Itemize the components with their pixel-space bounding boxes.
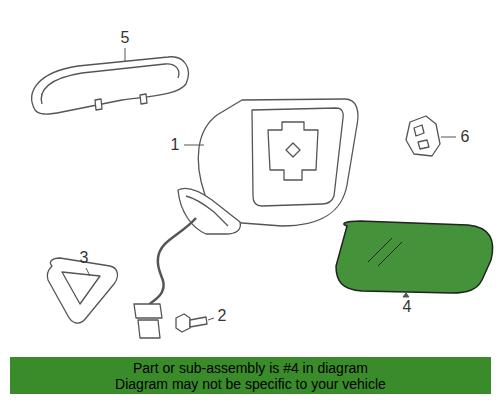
housing-pivot (286, 143, 300, 157)
leader-lines (86, 48, 456, 320)
mirror-bracket (406, 116, 440, 156)
mirror-housing (198, 99, 358, 226)
callout-number: 3 (80, 249, 89, 267)
bolt-head (176, 314, 190, 332)
callout-number: 1 (171, 136, 180, 154)
mirror-cover-inner (62, 272, 100, 304)
glass-reflection (368, 238, 402, 266)
note-band: Part or sub-assembly is #4 in diagramDia… (10, 357, 491, 394)
mirror-glass (336, 221, 493, 293)
wire-connector (134, 304, 162, 318)
mirror-cap-tab (95, 94, 147, 110)
housing-motor-mount (268, 122, 318, 180)
note-text: Part or sub-assembly is #4 in diagram (133, 360, 368, 376)
mirror-cap-edge (41, 64, 179, 104)
wire-connector-plug (138, 320, 160, 338)
callout-number: 2 (218, 307, 227, 325)
mirror-bracket-detail (414, 125, 429, 149)
bolt-shank (190, 317, 207, 327)
mirror-cap (32, 57, 189, 114)
wire-harness (148, 218, 196, 306)
callout-number: 4 (403, 298, 412, 316)
note-text: Diagram may not be specific to your vehi… (115, 376, 386, 392)
mirror-cover (47, 258, 117, 323)
callout-number: 6 (461, 128, 470, 146)
callout-number: 5 (121, 29, 130, 47)
housing-opening (252, 108, 343, 206)
